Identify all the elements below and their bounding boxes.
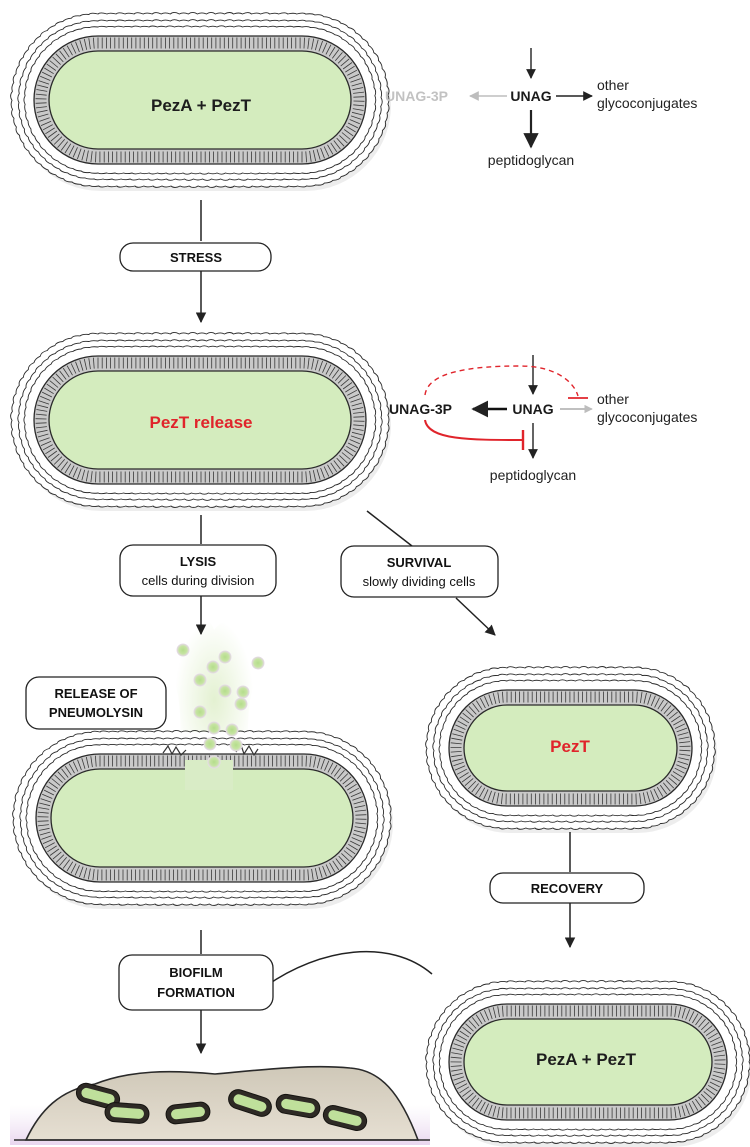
pneumolysin-particle: [207, 721, 221, 735]
pathway-normal-peptidoglycan: peptidoglycan: [488, 152, 574, 168]
pneumolysin-particle: [236, 685, 250, 699]
step-stress: STRESS: [119, 242, 272, 272]
pathway-normal-unag3p: UNAG-3P: [385, 88, 448, 104]
step-biofilm-line1: BIOFILM: [169, 965, 222, 980]
flow-line-survival-upper: [366, 510, 413, 547]
flow-arrow-survival: [455, 597, 496, 636]
step-survival: SURVIVAL slowly dividing cells: [340, 545, 499, 598]
pathway-released-unag3p: UNAG-3P: [389, 401, 452, 417]
step-lysis: LYSIS cells during division: [119, 544, 277, 597]
cell-recovered: [425, 979, 750, 1147]
biofilm-cell: [275, 1093, 321, 1119]
cell-top-pezat: [10, 11, 391, 191]
step-lysis-subtitle: cells during division: [142, 573, 255, 588]
cell-surviving-label: PezT: [550, 737, 590, 756]
pneumolysin-particle: [225, 723, 239, 737]
cell-surviving: [425, 665, 717, 833]
pathway-released-peptidoglycan: peptidoglycan: [490, 467, 576, 483]
pneumolysin-particle: [218, 650, 232, 664]
pathway-normal: UNAG UNAG-3P other glycoconjugates pepti…: [385, 48, 697, 168]
step-lysis-title: LYSIS: [180, 554, 217, 569]
pneumolysin-particles: [176, 643, 265, 769]
step-survival-title: SURVIVAL: [387, 555, 452, 570]
step-survival-subtitle: slowly dividing cells: [363, 574, 476, 589]
biofilm-cell: [75, 1082, 121, 1110]
pathway-released-other: other: [597, 391, 629, 407]
pneumolysin-particle: [206, 660, 220, 674]
cell-stressed-label: PezT release: [149, 413, 252, 432]
pathway-normal-glycoconjugates: glycoconjugates: [597, 95, 697, 111]
cell-top-label: PezA + PezT: [151, 96, 252, 115]
pneumolysin-particle: [251, 656, 265, 670]
cell-recovered-label: PezA + PezT: [536, 1050, 637, 1069]
pneumolysin-particle: [234, 697, 248, 711]
biofilm-cells: [75, 1082, 368, 1132]
step-biofilm: BIOFILM FORMATION: [118, 954, 274, 1011]
step-recovery: RECOVERY: [489, 872, 645, 904]
step-pneumolysin-line1: RELEASE OF: [54, 686, 137, 701]
inhibition-solid-arc: [424, 419, 524, 441]
pneumolysin-particle: [207, 755, 221, 769]
inhibition-dashed-arc: [424, 365, 579, 397]
pneumolysin-particle: [176, 643, 190, 657]
cell-stressed: [10, 331, 391, 511]
pathway-released: UNAG UNAG-3P other glycoconjugates pepti…: [389, 355, 697, 483]
pneumolysin-particle: [193, 705, 207, 719]
step-pneumolysin: RELEASE OF PNEUMOLYSIN: [25, 676, 167, 730]
step-stress-title: STRESS: [170, 250, 222, 265]
recovered-to-biofilm-arc: [265, 950, 433, 987]
biofilm: [10, 1065, 430, 1145]
pneumolysin-particle: [229, 738, 243, 752]
biofilm-cell: [322, 1104, 368, 1132]
biofilm-cell: [165, 1101, 211, 1125]
pneumolysin-particle: [193, 673, 207, 687]
biofilm-cell: [104, 1102, 150, 1124]
step-biofilm-line2: FORMATION: [157, 985, 235, 1000]
pathway-released-unag: UNAG: [512, 401, 553, 417]
step-pneumolysin-line2: PNEUMOLYSIN: [49, 705, 143, 720]
pneumolysin-particle: [218, 684, 232, 698]
biofilm-cell: [228, 1089, 272, 1117]
cell-lysing: [12, 729, 393, 909]
pathway-normal-other: other: [597, 77, 629, 93]
pathway-released-glycoconjugates: glycoconjugates: [597, 409, 697, 425]
pneumolysin-particle: [203, 737, 217, 751]
step-recovery-title: RECOVERY: [531, 881, 604, 896]
pathway-normal-unag: UNAG: [510, 88, 551, 104]
